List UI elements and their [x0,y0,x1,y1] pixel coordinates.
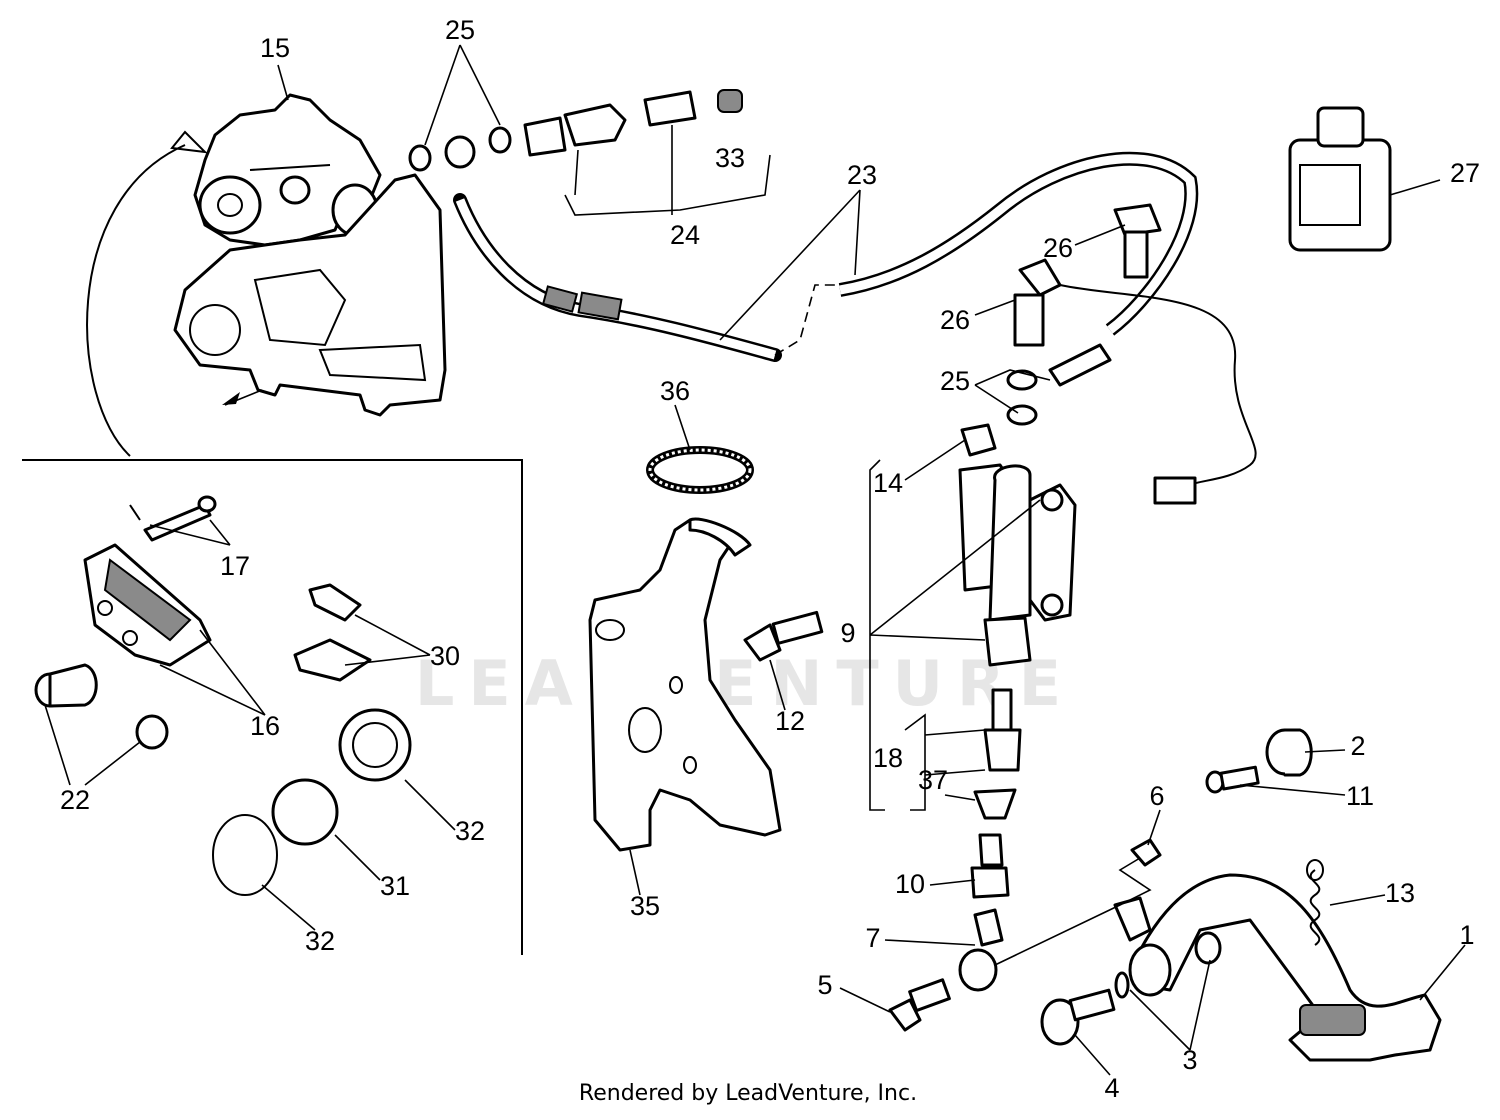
callout-11: 11 [1346,781,1374,811]
callout-17: 17 [220,551,250,581]
master-cylinder-guard [588,517,782,852]
callout-16: 16 [250,711,280,741]
footer-credit: Rendered by LeadVenture, Inc. [579,1081,917,1106]
callout-25-top: 25 [445,15,475,45]
callout-24: 24 [670,220,700,250]
callout-labels: 15 25 33 24 23 27 26 26 25 36 14 17 9 30… [60,15,1480,1103]
callout-9: 9 [840,618,855,648]
pivot-bolt [1040,971,1130,1046]
callout-5: 5 [817,970,832,1000]
callout-2: 2 [1350,731,1365,761]
callout-14: 14 [873,468,903,498]
callout-12: 12 [775,706,805,736]
callout-31: 31 [380,871,410,901]
callout-30: 30 [430,641,460,671]
bolt-5 [888,978,951,1032]
pushrod-assembly [958,688,1022,992]
callout-4: 4 [1104,1073,1119,1103]
banjo-bolt [1113,203,1162,279]
callout-25-right: 25 [940,366,970,396]
nut-6 [1130,838,1162,867]
inset-frame [22,130,523,955]
leader-lines [44,44,1466,1076]
brake-caliper [193,93,382,247]
callout-15: 15 [260,33,290,63]
bolt-11 [1205,765,1260,794]
pad-pin [129,495,217,542]
brake-pads [83,543,212,667]
mounting-bolt-12 [743,610,824,662]
caliper-bracket [173,173,447,417]
callout-3: 3 [1182,1045,1197,1075]
callout-1: 1 [1459,920,1474,950]
callout-7: 7 [865,923,880,953]
brake-hose [444,135,1199,362]
master-cylinder [958,423,1077,667]
brake-fluid-bottle [1288,106,1392,252]
pad-spring-30 [293,583,372,682]
callout-26-lower: 26 [940,305,970,335]
return-spring [1306,859,1324,946]
rubber-bumper [1265,728,1313,777]
callout-13: 13 [1385,878,1415,908]
piston-seals [212,708,412,896]
callout-26-upper: 26 [1043,233,1073,263]
callout-36: 36 [660,376,690,406]
hose-clamp [646,446,754,494]
callout-10: 10 [895,869,925,899]
callout-23: 23 [847,160,877,190]
callout-35: 35 [630,891,660,921]
brake-light-switch [1006,258,1257,505]
callout-37: 37 [918,765,948,795]
callout-27: 27 [1450,158,1480,188]
callout-32-upper: 32 [455,816,485,846]
watermark: LEADVENTURE [415,647,1075,720]
brake-pedal [1113,873,1442,1062]
callout-32-lower: 32 [305,926,335,956]
banjo-fittings-top [408,89,743,172]
callout-33: 33 [715,143,745,173]
callout-18: 18 [873,743,903,773]
callout-22: 22 [60,785,90,815]
pin-bolt-22 [34,663,169,750]
callout-6: 6 [1149,781,1164,811]
